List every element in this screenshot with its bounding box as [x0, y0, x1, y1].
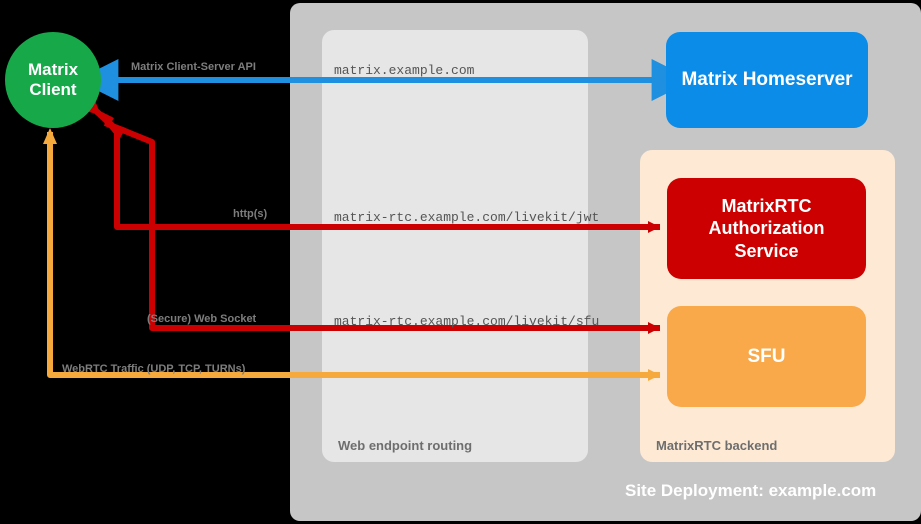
matrixrtc-backend-label: MatrixRTC backend: [656, 438, 778, 453]
web-endpoint-routing-label: Web endpoint routing: [338, 438, 473, 453]
flow-label-webrtc: WebRTC Traffic (UDP, TCP, TURNs): [62, 363, 246, 375]
flow-label-websocket: (Secure) Web Socket: [147, 313, 257, 325]
endpoint-livekit-jwt: matrix-rtc.example.com/livekit/jwt: [334, 210, 600, 225]
endpoint-matrix-example-com: matrix.example.com: [334, 63, 475, 78]
auth-line2: Authorization: [708, 218, 825, 239]
node-matrix-client[interactable]: Matrix Client: [5, 32, 101, 128]
sfu-label: SFU: [747, 345, 786, 367]
node-sfu[interactable]: SFU: [667, 306, 866, 407]
flow-label-cs-api: Matrix Client-Server API: [131, 61, 256, 73]
web-endpoint-routing-panel: [322, 30, 588, 462]
auth-line3: Service: [734, 240, 799, 261]
matrix-homeserver-label: Matrix Homeserver: [681, 69, 853, 91]
site-deployment-label: Site Deployment: example.com: [625, 481, 877, 500]
auth-line1: MatrixRTC: [721, 195, 812, 216]
node-matrixrtc-authorization-service[interactable]: MatrixRTC Authorization Service: [667, 178, 866, 279]
matrix-client-line1: Matrix: [27, 59, 79, 79]
node-matrix-homeserver[interactable]: Matrix Homeserver: [666, 32, 868, 128]
endpoint-livekit-sfu: matrix-rtc.example.com/livekit/sfu: [334, 314, 600, 329]
flow-label-https: http(s): [233, 208, 268, 220]
matrix-client-line2: Client: [29, 80, 77, 99]
